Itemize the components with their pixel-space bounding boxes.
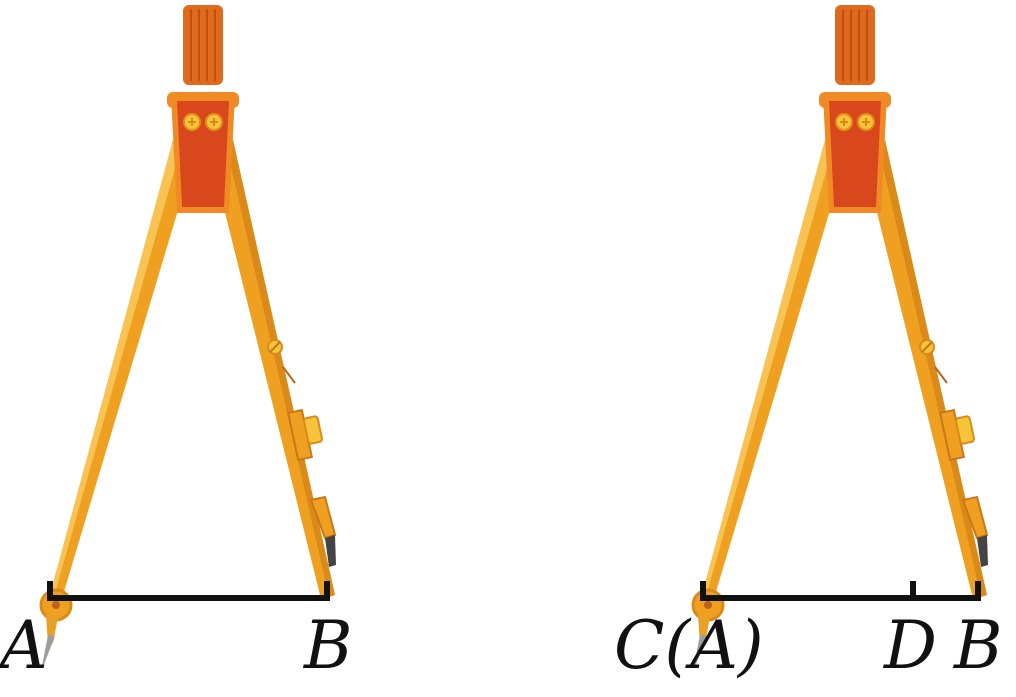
left-figure: A B [0,3,353,684]
label-b2: B [953,607,1003,684]
label-b: B [303,607,353,684]
drawing-compass-icon [691,3,990,669]
right-figure: C(A) D B [614,3,1003,684]
label-a: A [0,607,48,684]
segment-ab [47,581,330,601]
label-ca: C(A) [614,607,764,684]
drawing-compass-icon [39,3,338,669]
segment-cb [700,581,981,601]
label-d: D [883,607,937,684]
